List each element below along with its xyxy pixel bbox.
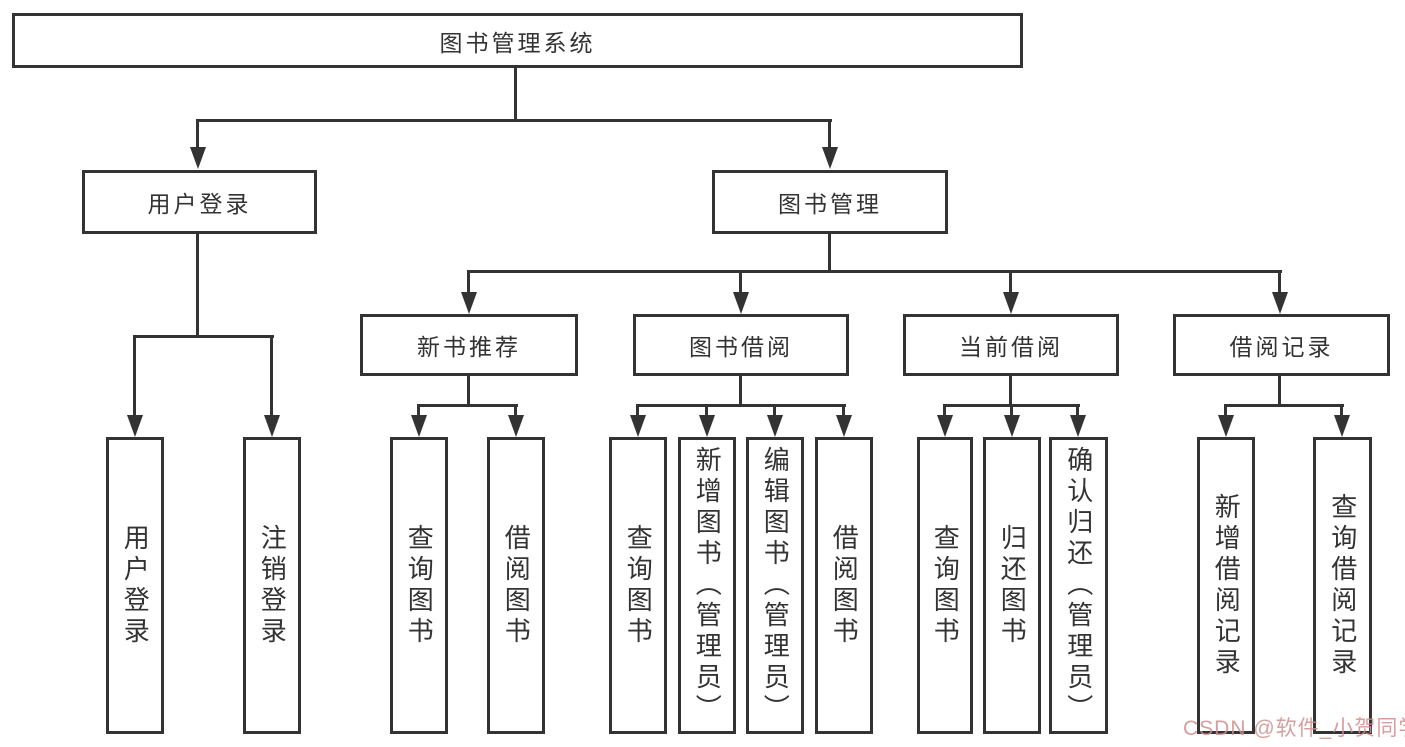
connector-root-stem xyxy=(514,68,517,121)
connector-leaf xyxy=(1010,404,1013,416)
connector-leaf xyxy=(943,404,946,416)
node-current-borrowing: 当前借阅 xyxy=(903,314,1119,376)
node-root: 图书管理系统 xyxy=(12,13,1023,68)
leaf-return-books: 归还图书 xyxy=(983,437,1041,734)
node-book-mgmt: 图书管理 xyxy=(712,170,948,234)
connector-level2-rail xyxy=(196,119,832,122)
connector-to-logout xyxy=(270,335,273,415)
leaf-edit-books-admin: 编辑图书（管理员） xyxy=(746,437,804,734)
connector-records-stem xyxy=(1278,376,1281,406)
leaf-query-books-3: 查询图书 xyxy=(917,437,973,734)
connector-leaf xyxy=(514,404,517,416)
arrowhead-down-icon xyxy=(411,415,427,437)
arrowhead-down-icon xyxy=(836,415,852,437)
connector-records-rail xyxy=(1224,404,1344,407)
node-user-login: 用户登录 xyxy=(82,170,317,234)
arrowhead-down-icon xyxy=(264,415,280,437)
connector-to-borrowing xyxy=(739,270,742,293)
leaf-logout: 注销登录 xyxy=(243,437,301,734)
leaf-label: 查询借阅记录 xyxy=(1327,492,1358,679)
connector-to-user-login xyxy=(196,119,199,147)
connector-leaf xyxy=(1076,404,1079,416)
connector-user-login-rail xyxy=(133,335,274,338)
leaf-label: 查询图书 xyxy=(404,523,435,648)
arrowhead-down-icon xyxy=(127,415,143,437)
node-book-borrowing-label: 图书借阅 xyxy=(689,334,793,360)
arrowhead-down-icon xyxy=(767,415,783,437)
connector-to-login xyxy=(133,335,136,415)
leaf-label: 编辑图书（管理员） xyxy=(760,446,791,725)
leaf-query-books-2: 查询图书 xyxy=(609,437,667,734)
arrowhead-down-icon xyxy=(733,292,749,314)
connector-leaf xyxy=(773,404,776,416)
leaf-label: 查询图书 xyxy=(930,523,961,648)
arrowhead-down-icon xyxy=(1003,292,1019,314)
connector-leaf xyxy=(842,404,845,416)
arrowhead-down-icon xyxy=(190,147,206,169)
node-borrow-records: 借阅记录 xyxy=(1173,314,1390,376)
arrowhead-down-icon xyxy=(937,415,953,437)
connector-leaf xyxy=(636,404,639,416)
leaf-user-login: 用户登录 xyxy=(106,437,164,734)
connector-leaf xyxy=(705,404,708,416)
connector-to-current xyxy=(1009,270,1012,293)
leaf-add-books-admin: 新增图书（管理员） xyxy=(678,437,736,734)
arrowhead-down-icon xyxy=(1070,415,1086,437)
node-book-mgmt-label: 图书管理 xyxy=(778,191,882,217)
node-borrow-records-label: 借阅记录 xyxy=(1229,334,1334,360)
connector-to-book-mgmt xyxy=(828,119,831,147)
arrowhead-down-icon xyxy=(699,415,715,437)
node-book-borrowing: 图书借阅 xyxy=(633,314,849,376)
node-current-borrowing-label: 当前借阅 xyxy=(959,334,1063,360)
leaf-label: 新增借阅记录 xyxy=(1211,492,1242,679)
node-root-label: 图书管理系统 xyxy=(439,29,596,56)
arrowhead-down-icon xyxy=(630,415,646,437)
leaf-label: 借阅图书 xyxy=(501,523,532,648)
connector-current-stem xyxy=(1009,376,1012,406)
arrowhead-down-icon xyxy=(822,147,838,169)
leaf-label: 确认归还（管理员） xyxy=(1063,446,1094,725)
connector-user-login-stem xyxy=(196,234,199,336)
arrowhead-down-icon xyxy=(1334,415,1350,437)
leaf-label: 注销登录 xyxy=(257,523,288,648)
leaf-label: 借阅图书 xyxy=(829,523,860,648)
connector-leaf xyxy=(1224,404,1227,416)
arrowhead-down-icon xyxy=(1272,292,1288,314)
node-new-book-recommend: 新书推荐 xyxy=(360,314,578,376)
node-new-book-recommend-label: 新书推荐 xyxy=(417,334,521,360)
leaf-borrow-books-1: 借阅图书 xyxy=(487,437,545,734)
arrowhead-down-icon xyxy=(1004,415,1020,437)
leaf-label: 新增图书（管理员） xyxy=(692,446,723,725)
connector-to-records xyxy=(1278,270,1281,293)
arrowhead-down-icon xyxy=(461,292,477,314)
arrowhead-down-icon xyxy=(1218,415,1234,437)
leaf-label: 用户登录 xyxy=(120,523,151,648)
connector-borrowing-rail xyxy=(636,404,846,407)
arrowhead-down-icon xyxy=(508,415,524,437)
connector-to-new-books xyxy=(467,270,470,293)
leaf-query-books-1: 查询图书 xyxy=(390,437,448,734)
connector-level3-rail xyxy=(467,270,1282,273)
leaf-add-borrow-record: 新增借阅记录 xyxy=(1197,437,1255,734)
connector-leaf xyxy=(1340,404,1343,416)
node-user-login-label: 用户登录 xyxy=(147,191,252,217)
leaf-label: 查询图书 xyxy=(623,523,654,648)
leaf-confirm-return-admin: 确认归还（管理员） xyxy=(1049,437,1108,734)
connector-new-books-stem xyxy=(467,376,470,406)
leaf-borrow-books-2: 借阅图书 xyxy=(815,437,873,734)
connector-book-mgmt-stem xyxy=(828,234,831,272)
connector-leaf xyxy=(417,404,420,416)
csdn-watermark: CSDN @软件_小贺同学 xyxy=(1183,717,1405,740)
connector-borrowing-stem xyxy=(739,376,742,406)
leaf-query-borrow-record: 查询借阅记录 xyxy=(1313,437,1372,734)
leaf-label: 归还图书 xyxy=(997,523,1028,648)
connector-new-books-rail xyxy=(417,404,518,407)
